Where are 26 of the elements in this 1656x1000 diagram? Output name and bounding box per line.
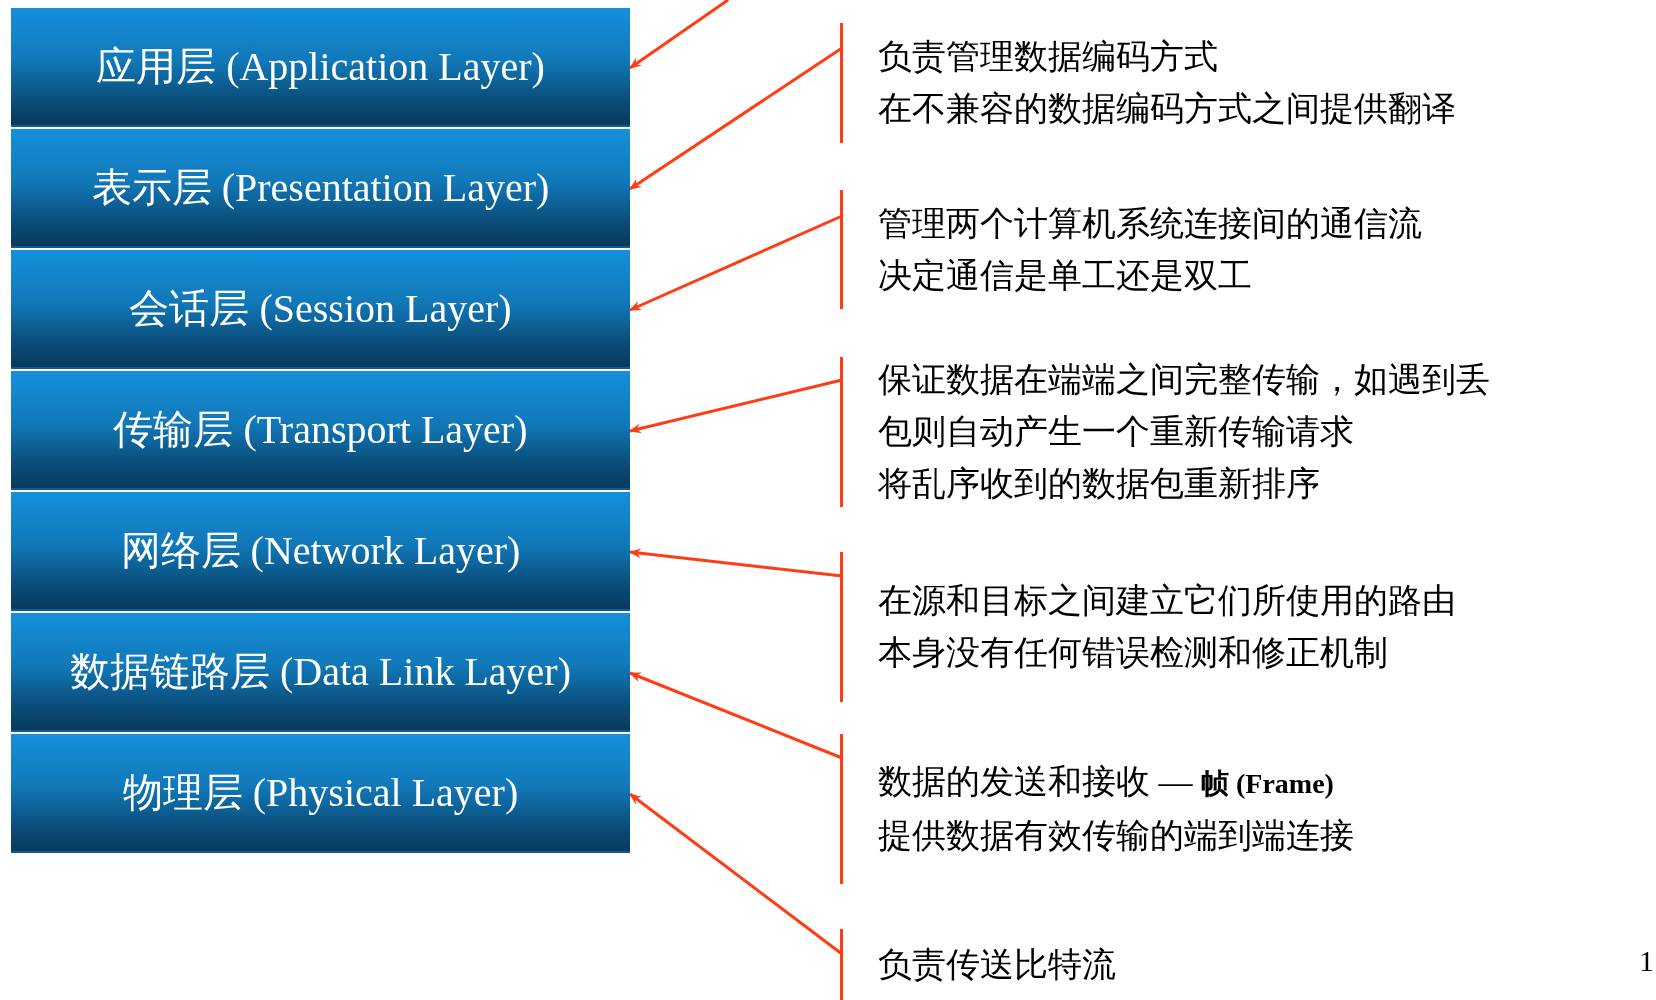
layer-box: 表示层 (Presentation Layer) bbox=[11, 129, 630, 248]
description-text: 本身没有任何错误检测和修正机制 bbox=[878, 633, 1389, 673]
description-text: 决定通信是单工还是双工 bbox=[878, 255, 1253, 296]
description-text: 保证数据在端端之间完整传输，如遇到丢包则自动产生一个重新传输请求 bbox=[878, 360, 1491, 452]
arrow bbox=[629, 671, 843, 760]
layer-box: 会话层 (Session Layer) bbox=[11, 250, 630, 369]
description-text: 将乱序收到的数据包重新排序 bbox=[878, 464, 1321, 504]
layer-box: 传输层 (Transport Layer) bbox=[11, 371, 630, 490]
description-text: 在源和目标之间建立它们所使用的路由 bbox=[878, 581, 1457, 621]
arrow bbox=[629, 378, 843, 434]
arrow bbox=[629, 0, 729, 70]
arrow bbox=[629, 792, 843, 956]
layer-box: 物理层 (Physical Layer) bbox=[11, 734, 630, 853]
layer-box: 应用层 (Application Layer) bbox=[11, 8, 630, 127]
layer-box: 网络层 (Network Layer) bbox=[11, 492, 630, 611]
arrow bbox=[629, 46, 843, 191]
description-text: 负责管理数据编码方式 bbox=[878, 37, 1219, 77]
description-text: 数据的发送和接收 — 帧 (Frame) bbox=[878, 762, 1335, 802]
description-text: 在不兼容的数据编码方式之间提供翻译 bbox=[878, 89, 1457, 129]
arrow bbox=[629, 548, 843, 578]
description-text: 负责传送比特流 bbox=[878, 944, 1117, 985]
description-text: 提供数据有效传输的端到端连接 bbox=[878, 816, 1355, 856]
page-number: 1 bbox=[1639, 944, 1654, 978]
description-text: 管理两个计算机系统连接间的通信流 bbox=[878, 203, 1423, 244]
arrow bbox=[629, 214, 843, 312]
layer-box: 数据链路层 (Data Link Layer) bbox=[11, 613, 630, 732]
